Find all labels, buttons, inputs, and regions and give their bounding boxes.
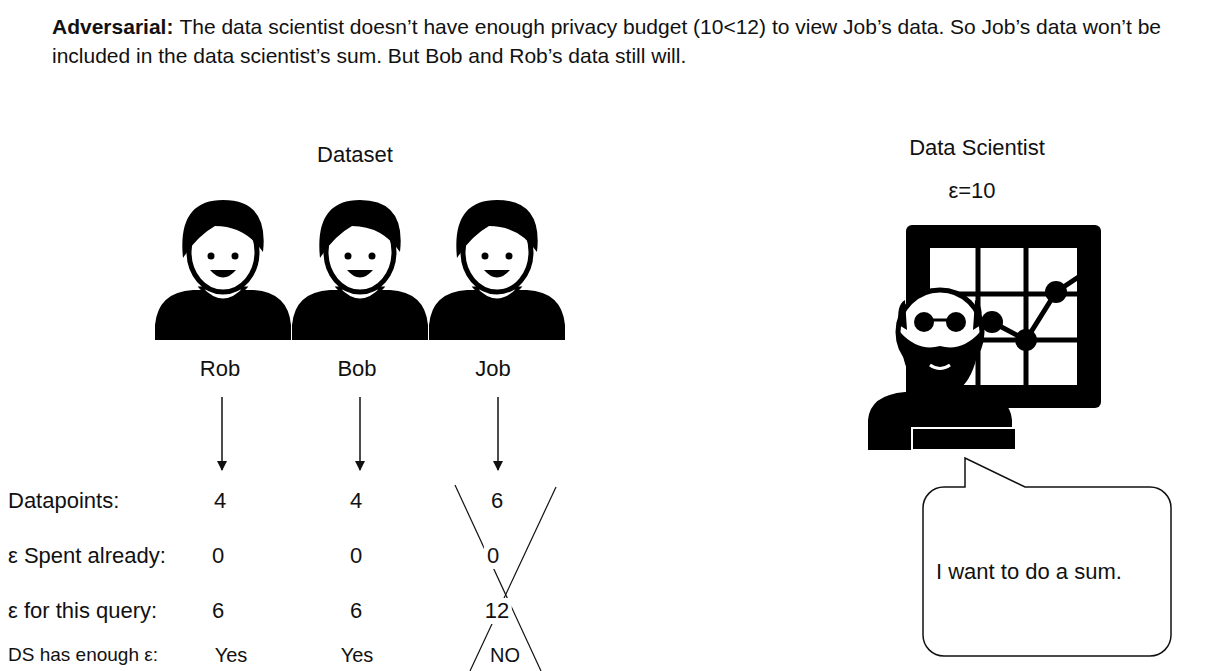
table-cell: NO — [487, 642, 523, 668]
row-header: Datapoints: — [8, 488, 119, 514]
group-label: Dataset — [317, 142, 393, 168]
person-icon — [292, 200, 428, 340]
person-name: Bob — [337, 356, 376, 382]
table-cell: 0 — [484, 543, 502, 569]
person-icon — [429, 200, 565, 340]
scientist-icon — [868, 290, 1016, 450]
table-cell: 0 — [212, 543, 224, 569]
table-cell: 4 — [350, 488, 362, 514]
table-cell: 6 — [350, 598, 362, 624]
speech-bubble: I want to do a sum. — [922, 486, 1172, 657]
table-cell: 4 — [214, 488, 226, 514]
down-arrow — [359, 397, 361, 470]
table-cell: 6 — [212, 598, 224, 624]
row-header: DS has enough ε: — [8, 642, 158, 668]
table-cell: 0 — [350, 543, 362, 569]
cross-line — [470, 487, 556, 671]
bubble-text: I want to do a sum. — [936, 558, 1158, 586]
person-icons — [155, 200, 565, 340]
actor-label: Data Scientist — [909, 135, 1045, 161]
row-header: ε Spent already: — [8, 543, 166, 569]
table-cell: Yes — [215, 642, 248, 668]
person-name: Rob — [200, 356, 240, 382]
table-cell: Yes — [341, 642, 374, 668]
table-cell: 12 — [482, 598, 512, 624]
budget-label: ε=10 — [948, 178, 995, 204]
cross-line — [455, 485, 541, 671]
down-arrow — [221, 397, 223, 470]
person-name: Job — [475, 356, 510, 382]
person-icon — [155, 200, 291, 340]
description-text: The data scientist doesn’t have enough p… — [52, 15, 1161, 67]
title-block: Adversarial:The data scientist doesn’t h… — [52, 12, 1192, 70]
title: Adversarial: — [52, 15, 173, 38]
row-header: ε for this query: — [8, 598, 157, 624]
down-arrow — [497, 397, 499, 470]
table-cell: 6 — [488, 488, 506, 514]
